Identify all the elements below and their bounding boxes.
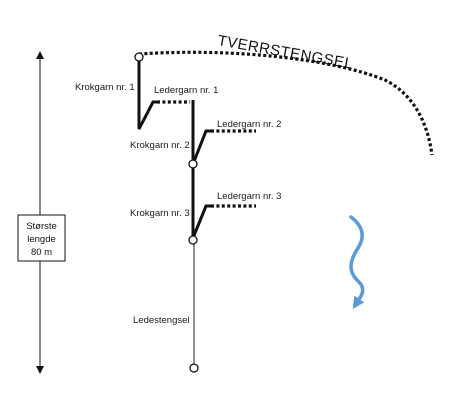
tverrstengsel-label: TVERRSTENGSEL xyxy=(216,32,354,73)
krokgarn-3-label: Krokgarn nr. 3 xyxy=(130,208,190,219)
tverrstengsel-net xyxy=(138,50,434,156)
length-box-line2: lengde xyxy=(27,234,56,245)
anchor-ring-1 xyxy=(134,52,144,62)
krokgarn-3-net xyxy=(191,204,211,239)
anchor-ring-end xyxy=(189,363,199,373)
ledergarn-1-label: Ledergarn nr. 1 xyxy=(154,85,218,96)
length-box-line1: Største xyxy=(26,221,57,232)
current-arrow-icon xyxy=(349,215,365,309)
krokgarn-1-label: Krokgarn nr. 1 xyxy=(75,82,135,93)
ledestengsel-label: Ledestengsel xyxy=(133,315,190,326)
krokgarn-2-label: Krokgarn nr. 2 xyxy=(130,140,190,151)
length-box xyxy=(17,214,66,262)
krokgarn-2-net xyxy=(191,129,211,165)
anchor-ring-2 xyxy=(188,159,198,169)
krokgarn-1-net xyxy=(137,57,157,130)
ledergarn-3-label: Ledergarn nr. 3 xyxy=(217,191,281,202)
length-box-line3: 80 m xyxy=(31,247,52,258)
ledergarn-2-label: Ledergarn nr. 2 xyxy=(217,119,281,130)
anchor-ring-3 xyxy=(188,235,198,245)
